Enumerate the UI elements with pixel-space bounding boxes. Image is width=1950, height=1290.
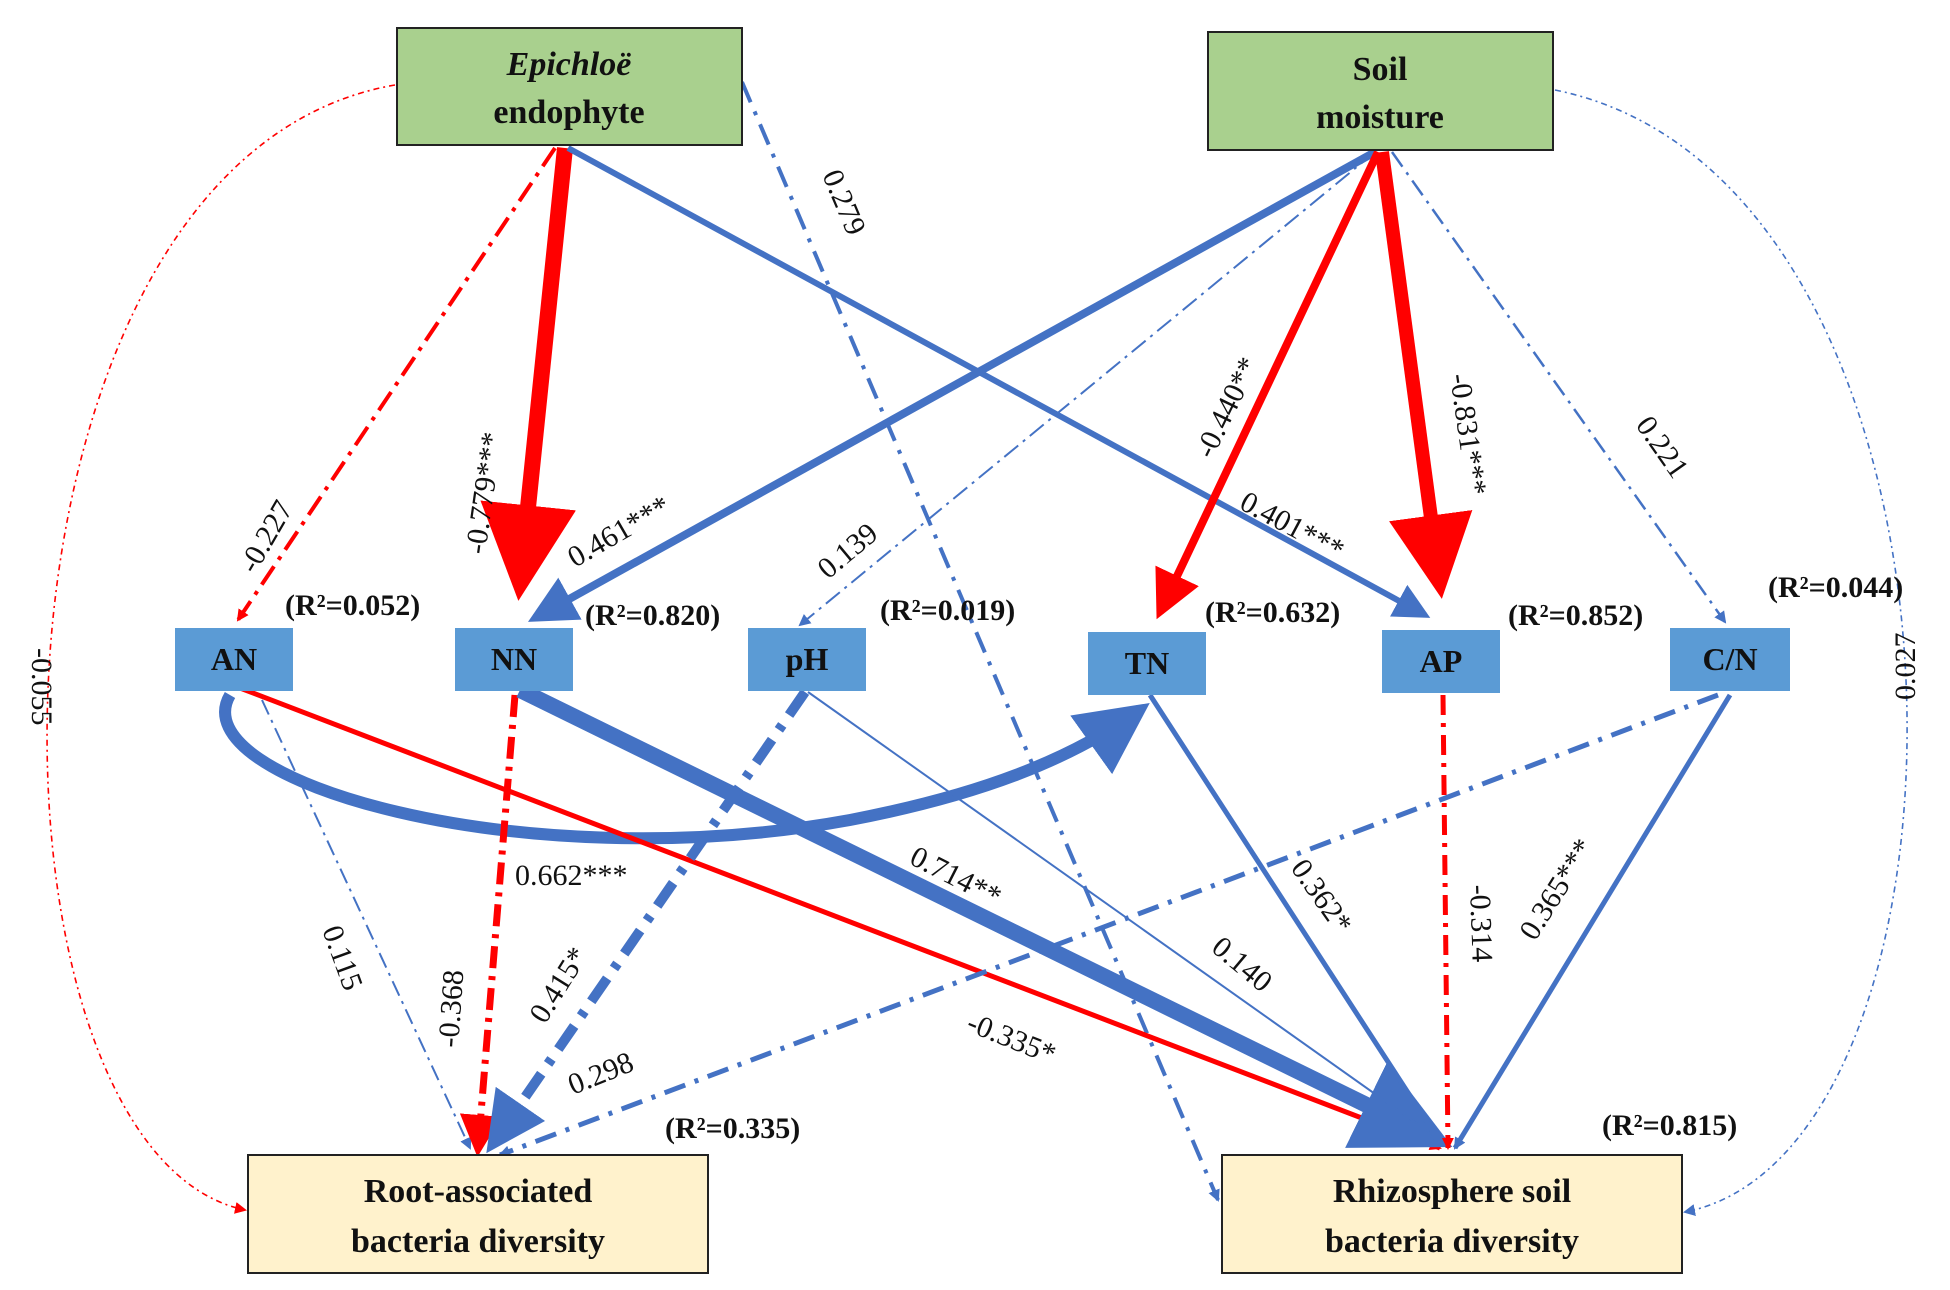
path-ap-rhizo — [1440, 694, 1454, 1150]
path-moisture-nn — [528, 148, 1377, 622]
coef-ap-rhizo: -0.314 — [1463, 884, 1499, 963]
coef-epi-an: -0.227 — [232, 495, 299, 579]
r2-tn: (R²=0.632) — [1205, 596, 1340, 629]
box-rhizosphere-diversity: Rhizosphere soil bacteria diversity — [1221, 1154, 1683, 1274]
epichloe-line2: endophyte — [493, 94, 644, 131]
path-epichloe-rhizo — [740, 81, 1220, 1202]
box-tn: TN — [1088, 632, 1206, 695]
nn-label: NN — [491, 641, 537, 677]
coef-an-root: 0.115 — [315, 921, 369, 995]
coef-an-tn: 0.662*** — [515, 859, 628, 892]
box-ap: AP — [1382, 630, 1500, 693]
root-line2: bacteria diversity — [351, 1223, 605, 1260]
ap-label: AP — [1420, 643, 1463, 679]
coef-epi-ap: 0.401*** — [1235, 485, 1350, 567]
path-epichloe-nn — [480, 147, 576, 601]
path-ph-root — [486, 689, 810, 1154]
r2-an: (R²=0.052) — [285, 589, 420, 622]
path-moisture-cn — [1390, 151, 1727, 624]
box-root-associated-diversity: Root-associated bacteria diversity — [247, 1154, 709, 1274]
coef-moist-ph: 0.139 — [811, 517, 884, 586]
r2-rhizo: (R²=0.815) — [1602, 1109, 1737, 1142]
coef-moist-cn: 0.221 — [1629, 410, 1695, 484]
path-epichloe-an — [236, 146, 557, 622]
cn-label: C/N — [1702, 641, 1757, 677]
path-cn-rhizo — [1452, 693, 1733, 1150]
coef-epi-root: -0.055 — [25, 648, 58, 726]
path-an-rhizo — [239, 685, 1442, 1151]
rhizo-line2: bacteria diversity — [1325, 1223, 1579, 1260]
box-an: AN — [175, 628, 293, 691]
box-ph: pH — [748, 628, 866, 691]
moisture-line1: Soil — [1353, 51, 1408, 88]
root-line1: Root-associated — [364, 1173, 593, 1210]
path-tn-rhizo — [1147, 693, 1443, 1144]
path-an-root — [261, 699, 472, 1150]
path-cn-root — [498, 692, 1719, 1158]
path-moisture-ph — [798, 151, 1376, 627]
box-soil-moisture: Soil moisture — [1207, 31, 1554, 151]
coef-moist-ap: -0.831*** — [1443, 371, 1493, 497]
path-moisture-rhizo — [1554, 89, 1908, 1216]
path-nn-rhizo — [516, 682, 1453, 1148]
box-nn: NN — [455, 628, 573, 691]
path-ph-rhizo — [807, 691, 1442, 1142]
path-epichloe-ap — [566, 145, 1431, 618]
ph-label: pH — [786, 641, 829, 677]
path-epichloe-root — [46, 84, 396, 1214]
r2-ph: (R²=0.019) — [880, 594, 1015, 627]
coef-an-rhizo: -0.335* — [962, 1006, 1060, 1071]
path-an-tn — [219, 691, 1150, 845]
r2-root: (R²=0.335) — [665, 1112, 800, 1145]
coef-tn-rhizo: 0.362* — [1284, 853, 1358, 940]
box-cn: C/N — [1670, 628, 1790, 691]
coef-cn-root: 0.298 — [563, 1046, 638, 1102]
path-moisture-ap — [1375, 151, 1473, 599]
coef-nn-root: -0.368 — [432, 969, 470, 1049]
coef-moist-nn: 0.461*** — [562, 489, 676, 574]
coef-epi-nn: -0.779*** — [459, 430, 509, 556]
coef-moist-rhizo: 0.027 — [1889, 633, 1922, 701]
moisture-line2: moisture — [1316, 99, 1444, 136]
an-label: AN — [211, 641, 257, 677]
coef-ph-rhizo: 0.140 — [1206, 930, 1279, 999]
path-moisture-tn — [1155, 150, 1382, 620]
r2-ap: (R²=0.852) — [1508, 599, 1643, 632]
coef-epi-rhizo: 0.279 — [816, 165, 873, 240]
tn-label: TN — [1125, 645, 1169, 681]
box-epichloe-endophyte: Epichloë endophyte — [396, 27, 743, 146]
r2-nn: (R²=0.820) — [585, 599, 720, 632]
r2-cn: (R²=0.044) — [1768, 571, 1903, 604]
path-nn-root — [459, 694, 519, 1157]
epichloe-line1: Epichloë — [506, 46, 632, 83]
rhizo-line1: Rhizosphere soil — [1333, 1173, 1571, 1210]
